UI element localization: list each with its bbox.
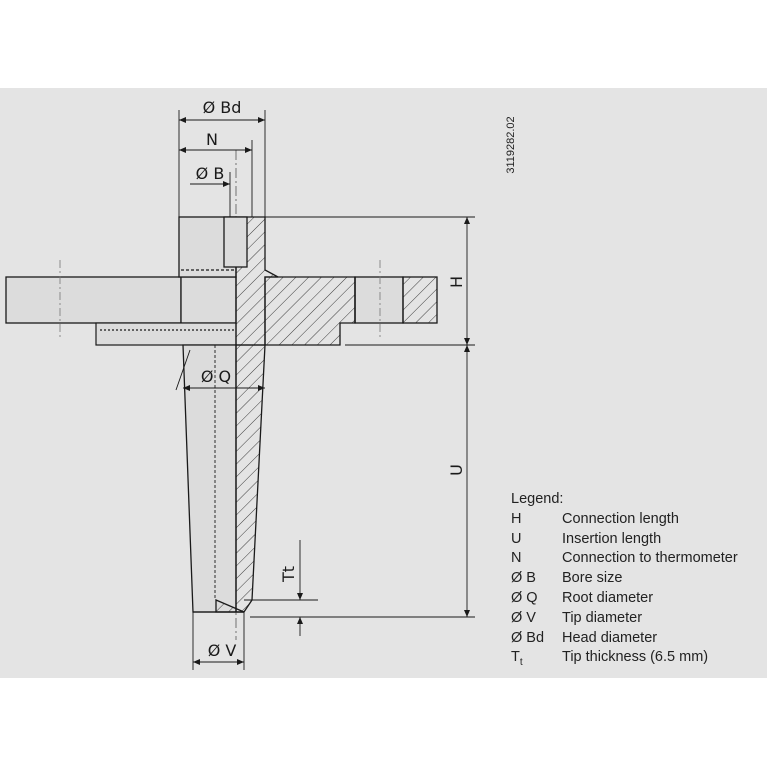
flange — [5, 276, 404, 324]
dimension-lines — [175, 110, 475, 670]
flange-left-half — [5, 276, 182, 324]
dim-label-n: N — [206, 130, 218, 149]
drawing-background — [0, 88, 767, 678]
dim-label-h: H — [447, 276, 466, 288]
dim-label-q: Ø Q — [201, 367, 231, 386]
dim-label-tt: Tt — [279, 566, 298, 583]
gasket-face — [95, 322, 237, 346]
thermowell-stem — [182, 344, 266, 613]
drawing-number: 3119282.02 — [505, 116, 517, 173]
dim-label-b: Ø B — [196, 164, 225, 183]
flange-section — [264, 276, 438, 346]
dim-label-v: Ø V — [208, 641, 237, 660]
dim-label-u: U — [447, 464, 466, 476]
dim-label-bd: Ø Bd — [203, 98, 242, 117]
thermowell-head — [178, 216, 279, 346]
legend-title: Legend: — [511, 491, 564, 507]
